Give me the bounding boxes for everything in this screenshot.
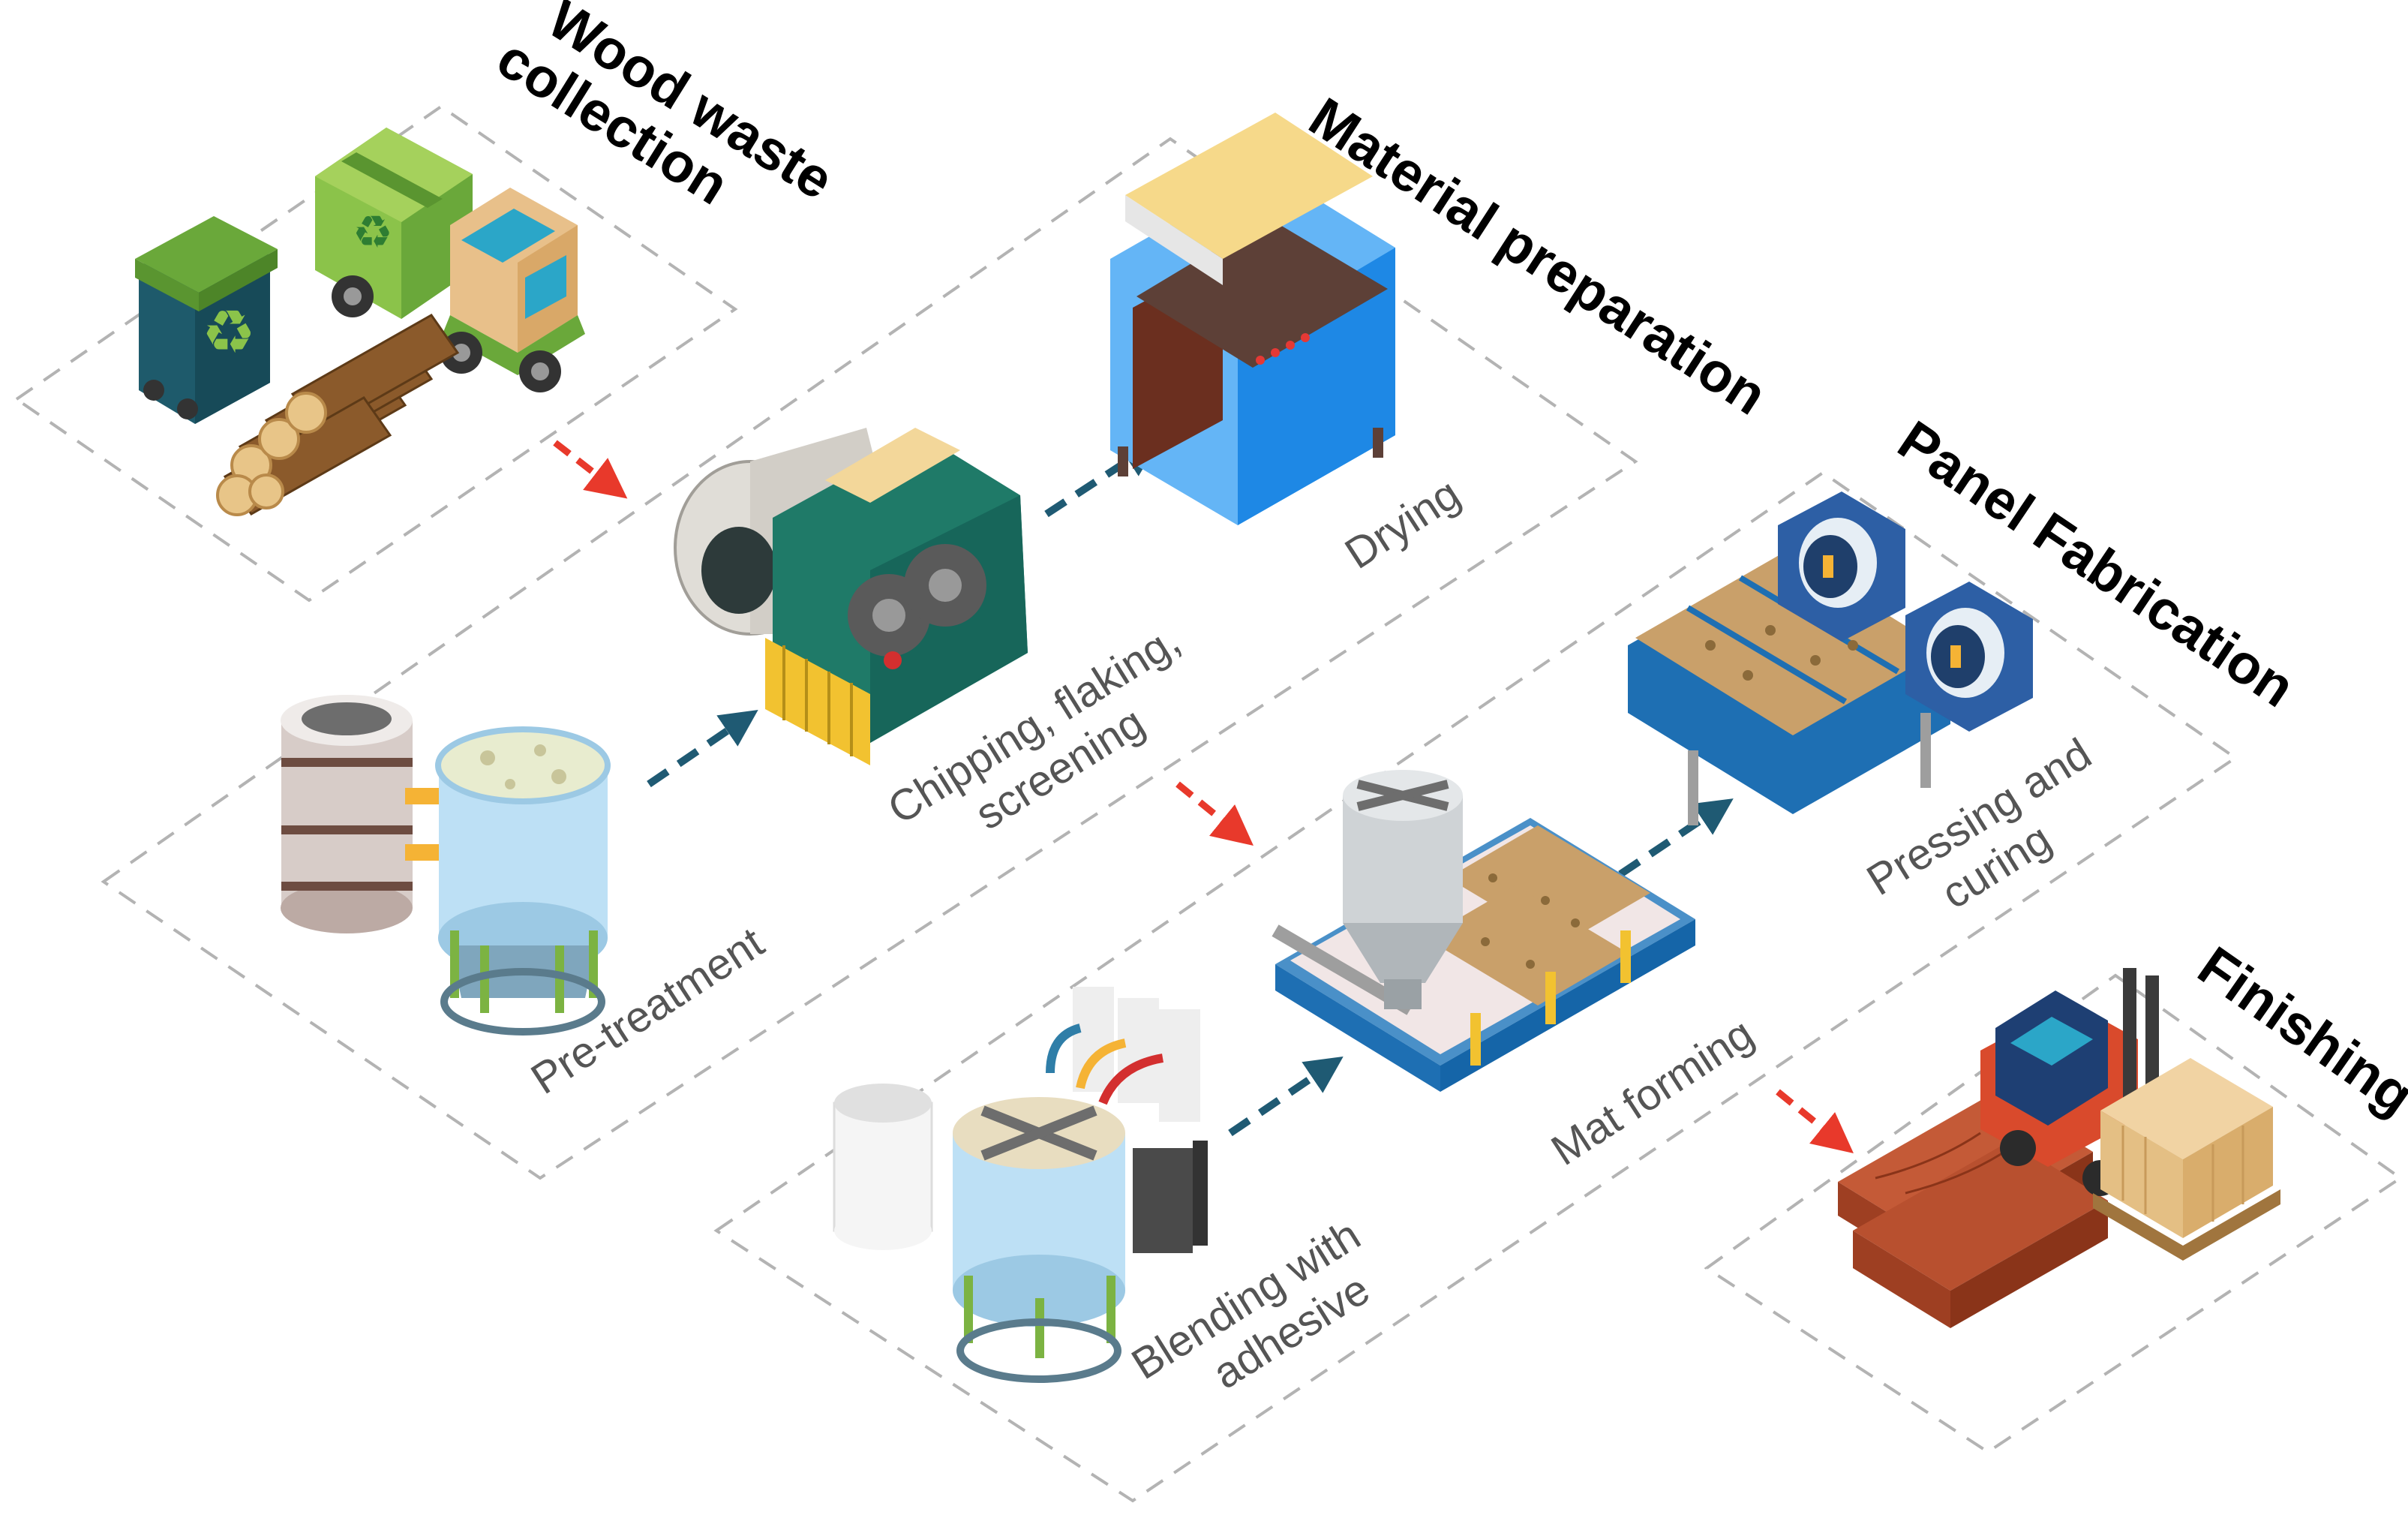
mat-forming-line-icon [1272,770,1695,1092]
garbage-truck-icon: ♻ [315,128,585,392]
stage-arrow-2 [1175,781,1254,846]
stage-arrow-1 [553,440,628,499]
zone-collection [14,104,738,603]
step-arrow-4 [1618,798,1734,878]
chipper-machine-icon [674,428,1028,765]
pretreatment-tank-icon [281,695,611,1036]
step-arrow-2 [1044,440,1160,518]
stage-arrow-3 [1776,1089,1854,1154]
log-pile-icon [216,314,460,516]
zone-fabrication [713,470,2238,1503]
svg-text:♻: ♻ [202,297,256,367]
step-label-drying: Drying [1337,469,1469,579]
forklift-icon [1980,968,2280,1261]
finished-panels-icon [1838,1092,2108,1328]
recycling-bin-icon: ♻ [135,216,278,424]
zone-finishing [1704,973,2403,1454]
step-arrow-1 [647,709,758,788]
svg-text:♻: ♻ [353,206,393,259]
zone-preparation [101,137,1638,1180]
hot-press-icon [1628,491,2033,825]
dryer-machine-icon [1110,113,1395,525]
step-arrow-3 [1228,1056,1344,1137]
blending-tank-icon [833,987,1208,1383]
